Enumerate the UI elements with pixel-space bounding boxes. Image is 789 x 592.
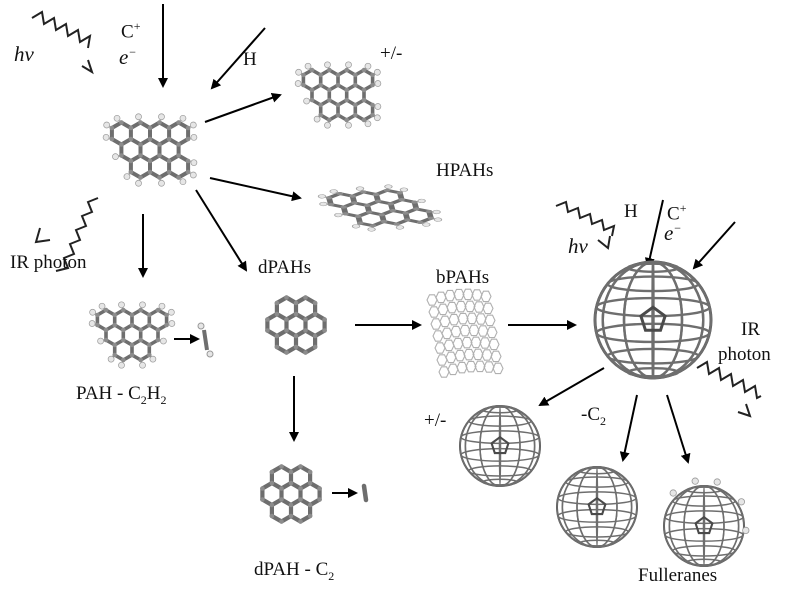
hydrogen-label-right: H [624,201,638,222]
arrow-to-c58 [619,394,638,462]
fulleranes-label: Fulleranes [638,565,718,586]
hpahs-label: HPAHs [436,160,494,181]
photon-word-right: photon [718,344,771,365]
pah-cation-molecule [294,61,382,129]
cation-label-top: C+ [121,19,141,43]
arrow-to-dpahs [195,189,248,272]
ionization-label-right: +/- [424,410,447,431]
dpah-minus-c2-molecule [260,464,322,524]
dpah-minus-c2-label: dPAH - C2 [254,559,335,583]
pah-minus-c2h2-molecule [88,301,176,369]
hpah-molecule [317,184,443,232]
pah-molecule [102,113,198,187]
arrow-h-in [210,27,266,90]
ir-label-right: IR [741,319,760,340]
arrow-cplus-right [692,221,736,270]
electron-label-top: e− [119,45,137,69]
fullerene-molecule [593,260,713,380]
arrow-to-fulleranes [666,394,691,464]
photon-arrow-ir-left [34,197,99,272]
minus-c2-label: -C2 [581,404,606,428]
arrow-to-fullerene-ion [538,367,605,407]
arrow-h-right [644,199,664,268]
arrow-to-ion [204,93,282,123]
bpah-molecule [426,288,504,378]
fullerane-molecule [663,477,750,567]
photon-arrow-right [555,200,616,250]
fullerene-minus-c2-molecule [556,466,638,548]
ionization-label-top: +/- [380,43,403,64]
c2h2-fragment [197,322,214,358]
c2-fragment [361,483,369,503]
fullerene-ion-molecule [459,405,541,487]
pah-minus-c2h2-label: PAH - C2H2 [76,383,167,407]
cation-label-right: C+ [667,201,687,225]
bpahs-label: bPAHs [436,267,490,288]
photon-label-right: hν [568,234,588,258]
arrow-to-hpahs [209,177,302,202]
dpahs-label: dPAHs [258,257,312,278]
photon-arrow-ir-right [696,360,762,418]
ir-photon-label-left: IR photon [10,252,87,273]
photon-label-top: hν [14,42,34,66]
dpah-molecule [265,295,327,355]
photon-arrow-top-left [31,10,94,75]
electron-label-right: e− [664,221,682,245]
hydrogen-label-top: H [243,49,257,70]
